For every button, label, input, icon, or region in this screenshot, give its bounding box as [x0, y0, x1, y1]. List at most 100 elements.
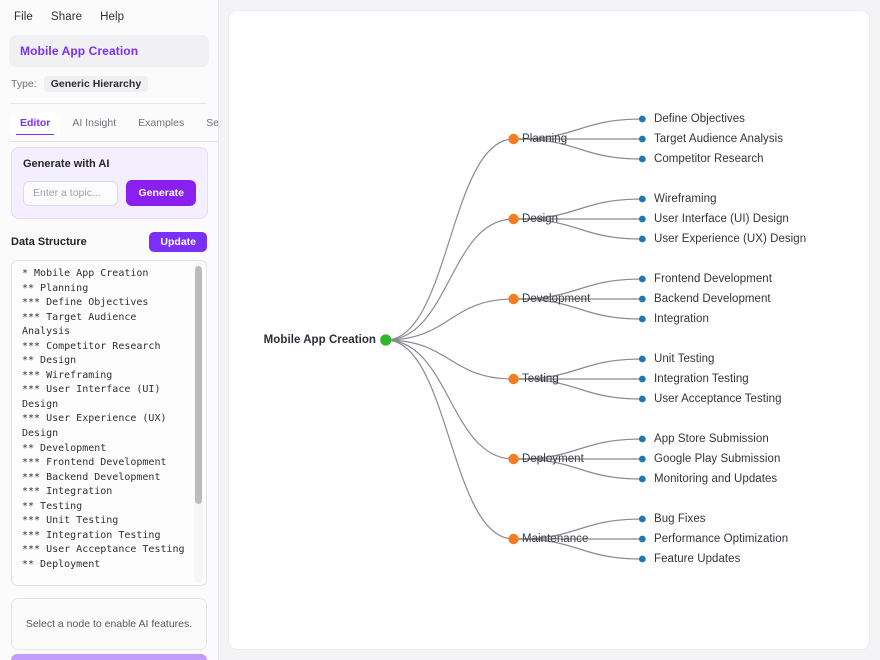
generate-input-row: Generate: [23, 180, 196, 206]
mindmap-leaf-label[interactable]: Feature Updates: [654, 553, 741, 565]
mindmap-leaf-label[interactable]: User Acceptance Testing: [654, 393, 782, 405]
mindmap-link: [516, 538, 643, 560]
mindmap-link: [385, 339, 514, 380]
mindmap-leaf-label[interactable]: Define Objectives: [654, 113, 745, 125]
mindmap-root-node[interactable]: [380, 334, 392, 346]
mindmap-link: [516, 458, 643, 480]
ai-action-button[interactable]: [11, 654, 207, 660]
generate-button[interactable]: Generate: [126, 180, 196, 206]
mindmap-leaf-node[interactable]: [638, 515, 646, 523]
mindmap-svg: [380, 115, 646, 563]
outline-text[interactable]: * Mobile App Creation ** Planning *** De…: [22, 268, 185, 570]
mindmap-leaf-node[interactable]: [638, 535, 646, 543]
mindmap-leaf-node[interactable]: [638, 435, 646, 443]
mindmap-leaf-node[interactable]: [638, 355, 646, 363]
mindmap-leaf-node[interactable]: [638, 195, 646, 203]
editor-scrollbar-thumb[interactable]: [195, 266, 202, 504]
data-structure-heading: Data Structure: [11, 236, 87, 248]
mindmap-leaf-node[interactable]: [638, 235, 646, 243]
mindmap-link: [516, 138, 643, 160]
divider: [11, 103, 207, 104]
mindmap-branch-node[interactable]: [508, 213, 519, 225]
menu-item-help[interactable]: Help: [100, 11, 125, 23]
mindmap-leaf-label[interactable]: Backend Development: [654, 293, 771, 305]
mindmap-leaf-label[interactable]: User Experience (UX) Design: [654, 233, 807, 245]
mindmap-leaf-node[interactable]: [638, 315, 646, 323]
mindmap-link: [516, 298, 643, 320]
menu-bar: File Share Help: [0, 0, 218, 31]
mindmap-branch-label[interactable]: Testing: [522, 373, 559, 385]
mindmap-leaf-label[interactable]: Wireframing: [654, 193, 717, 205]
mindmap-link: [385, 218, 514, 341]
document-title-card[interactable]: Mobile App Creation: [9, 35, 209, 67]
mindmap-link: [516, 438, 643, 460]
editor-scrollbar[interactable]: [194, 263, 203, 583]
mindmap-leaf-node[interactable]: [638, 275, 646, 283]
mindmap-leaf-node[interactable]: [638, 295, 646, 303]
mindmap-leaf-node[interactable]: [638, 395, 646, 403]
mindmap-link: [385, 138, 514, 341]
mindmap-leaf-label[interactable]: Integration Testing: [654, 373, 749, 385]
mindmap-leaf-label[interactable]: User Interface (UI) Design: [654, 213, 789, 225]
mindmap-leaf-label[interactable]: Target Audience Analysis: [654, 133, 784, 145]
mindmap-link: [516, 518, 643, 540]
mindmap-root-label[interactable]: Mobile App Creation: [263, 334, 376, 346]
mindmap-leaf-label[interactable]: Monitoring and Updates: [654, 473, 778, 485]
mindmap-link: [385, 339, 514, 540]
mindmap-leaf-label[interactable]: App Store Submission: [654, 433, 769, 445]
tab-bar: Editor AI Insight Examples Settings: [10, 112, 218, 135]
sidebar-panel: File Share Help Mobile App Creation Type…: [0, 0, 219, 660]
topic-input[interactable]: [23, 180, 119, 206]
generate-panel-heading: Generate with AI: [23, 158, 110, 170]
mindmap-leaf-node[interactable]: [638, 555, 646, 563]
mindmap-link: [516, 218, 643, 240]
update-button[interactable]: Update: [149, 232, 207, 252]
mindmap-link: [385, 339, 514, 460]
page-title: Mobile App Creation: [20, 44, 139, 58]
mindmap-leaf-node[interactable]: [638, 455, 646, 463]
mindmap-leaf-label[interactable]: Bug Fixes: [654, 513, 706, 525]
mindmap-leaf-label[interactable]: Competitor Research: [654, 153, 764, 165]
mindmap-branch-label[interactable]: Deployment: [522, 453, 584, 465]
generate-with-ai-panel: Generate with AI Generate: [11, 147, 208, 219]
mindmap-link: [516, 198, 643, 220]
tab-ai-insight[interactable]: AI Insight: [72, 117, 117, 129]
mindmap-branch-node[interactable]: [508, 373, 519, 385]
mindmap-branch-label[interactable]: Development: [522, 293, 591, 305]
tab-examples[interactable]: Examples: [138, 117, 185, 129]
tab-settings[interactable]: Settings: [206, 117, 219, 129]
data-structure-header: Data Structure Update: [11, 232, 207, 252]
tab-bar-underline: [10, 141, 218, 142]
type-label: Type:: [11, 78, 37, 90]
mindmap-branch-label[interactable]: Planning: [522, 133, 568, 145]
mindmap-branch-node[interactable]: [508, 453, 519, 465]
menu-item-share[interactable]: Share: [50, 11, 83, 23]
mindmap-leaf-label[interactable]: Unit Testing: [654, 353, 715, 365]
mindmap-leaf-label[interactable]: Google Play Submission: [654, 453, 781, 465]
mindmap-leaf-node[interactable]: [638, 475, 646, 483]
mindmap-leaf-node[interactable]: [638, 135, 646, 143]
tab-editor[interactable]: Editor: [10, 112, 61, 135]
mindmap-link: [516, 118, 643, 140]
mindmap-branch-node[interactable]: [508, 533, 519, 545]
mindmap-branch-node[interactable]: [508, 133, 519, 145]
mindmap-branch-node[interactable]: [508, 293, 519, 305]
mindmap-branch-label[interactable]: Design: [522, 213, 559, 225]
mindmap-leaf-node[interactable]: [638, 375, 646, 383]
mindmap-leaf-node[interactable]: [638, 215, 646, 223]
mindmap-leaf-label[interactable]: Frontend Development: [654, 273, 772, 285]
mindmap-leaf-node[interactable]: [638, 155, 646, 163]
mindmap-link: [516, 358, 643, 380]
mindmap-leaf-label[interactable]: Performance Optimization: [654, 533, 789, 545]
mindmap-leaf-label[interactable]: Integration: [654, 313, 709, 325]
mindmap-link: [516, 278, 643, 300]
menu-item-file[interactable]: File: [14, 11, 33, 23]
type-badge[interactable]: Generic Hierarchy: [43, 76, 149, 92]
mindmap-link: [516, 378, 643, 400]
mindmap-leaf-node[interactable]: [638, 115, 646, 123]
data-structure-editor[interactable]: * Mobile App Creation ** Planning *** De…: [11, 260, 207, 586]
mindmap-branch-label[interactable]: Maintenance: [522, 533, 589, 545]
